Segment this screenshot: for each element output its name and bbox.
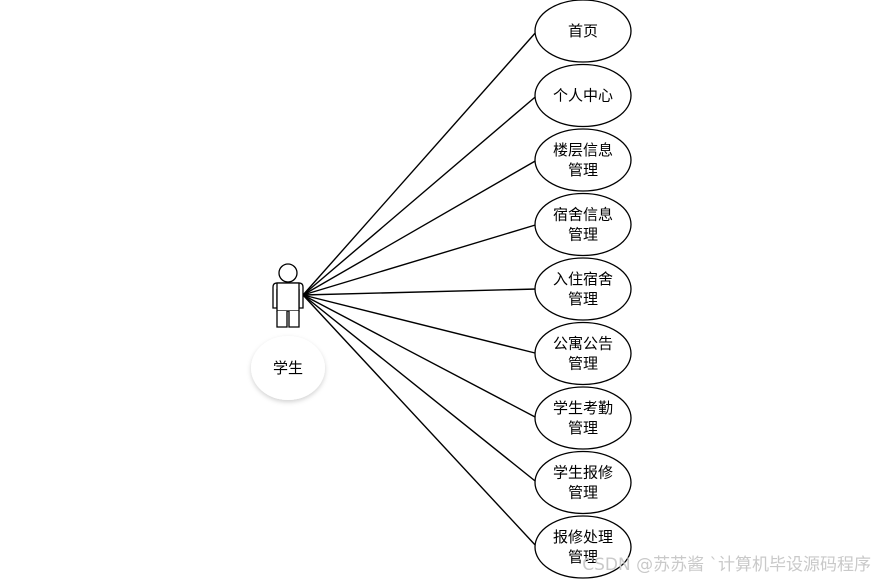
- use-case-ellipse: [534, 63, 632, 128]
- use-case-label: 首页: [568, 22, 598, 40]
- association-line: [302, 223, 538, 296]
- association-line: [302, 30, 538, 296]
- use-case-label: 管理: [568, 355, 598, 373]
- association-line: [302, 294, 538, 419]
- use-case-label: 管理: [568, 226, 598, 244]
- association-line: [302, 94, 538, 296]
- actor-label-background: [251, 336, 325, 400]
- actor-icon: [272, 263, 304, 328]
- use-case-label: 管理: [568, 290, 598, 308]
- association-line: [302, 288, 538, 296]
- use-case-ellipse: [534, 0, 632, 63]
- use-case-ellipse: [534, 386, 632, 450]
- association-line: [302, 294, 538, 484]
- use-case-ellipse: [534, 321, 632, 386]
- use-case-label: 入住宿舍: [553, 270, 613, 288]
- use-case-label: 报修处理: [553, 528, 613, 546]
- use-case-ellipse: [534, 257, 632, 321]
- use-case-list: 首页个人中心楼层信息管理宿舍信息管理入住宿舍管理公寓公告管理学生考勤管理学生报修…: [534, 0, 632, 579]
- watermark: CSDN @苏苏酱 `计算机毕设源码程序: [582, 555, 871, 575]
- use-case-label: 管理: [568, 419, 598, 437]
- use-case-ellipse: [534, 515, 632, 579]
- actor-label: 学生: [273, 359, 303, 377]
- use-case-label: 楼层信息: [553, 141, 613, 159]
- association-lines: [302, 30, 538, 548]
- use-case: 个人中心: [534, 63, 632, 128]
- use-case-label: 宿舍信息: [553, 206, 613, 224]
- actor-student: 学生: [251, 263, 325, 400]
- association-line: [302, 294, 538, 355]
- use-case-ellipse: [534, 128, 632, 192]
- association-line: [302, 294, 538, 548]
- use-case-label: 管理: [568, 484, 598, 502]
- use-case-ellipse: [534, 450, 632, 515]
- use-case-label: 公寓公告: [553, 335, 613, 353]
- use-case-ellipse: [534, 192, 632, 257]
- use-case-label: 管理: [568, 161, 598, 179]
- association-line: [302, 159, 538, 296]
- use-case-label: 学生考勤: [553, 399, 613, 417]
- use-case-label: 学生报修: [553, 464, 613, 482]
- use-case-label: 管理: [568, 548, 598, 566]
- use-case-label: 个人中心: [553, 87, 613, 105]
- use-case: 首页: [534, 0, 632, 63]
